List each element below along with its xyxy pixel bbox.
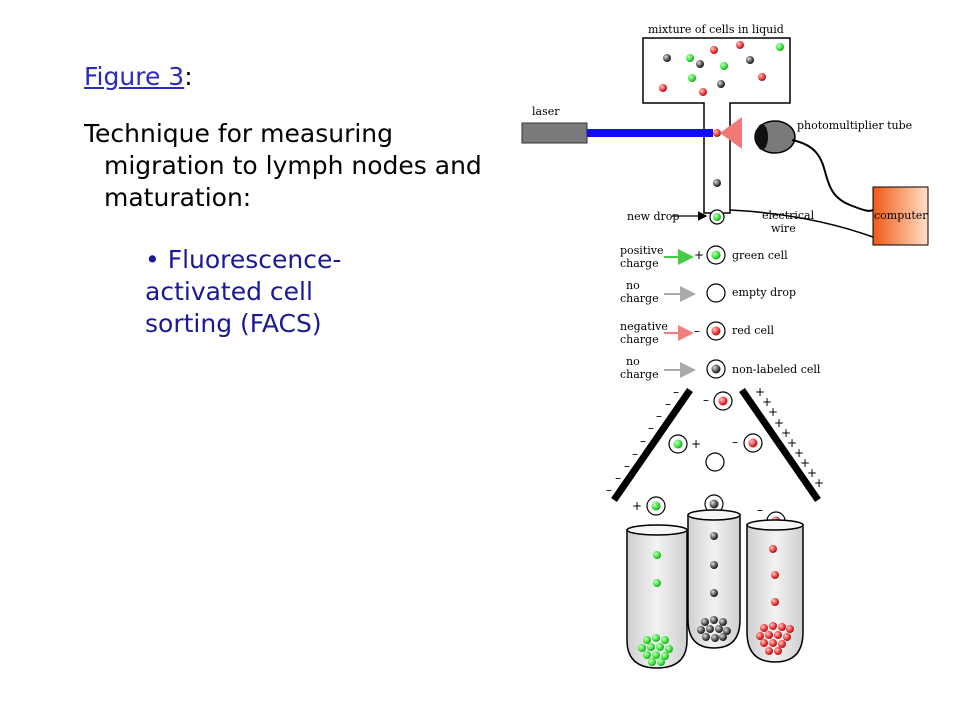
- figure-3-link[interactable]: Figure 3: [84, 62, 185, 91]
- green-cell-label: green cell: [732, 249, 788, 262]
- no-charge-label-2: charge: [620, 292, 659, 305]
- green-collection-tube: [626, 524, 688, 669]
- electrical-wire-label-1: electrical: [762, 209, 815, 222]
- red-collection-tube: [746, 519, 804, 663]
- figure-title-colon: :: [184, 62, 193, 91]
- new-drop-cell: [713, 213, 721, 221]
- negative-plate-signs: – – – – – – – – –: [606, 385, 679, 497]
- pmt-label: photomultiplier tube: [797, 119, 912, 132]
- svg-text:–: –: [640, 434, 646, 448]
- electrical-wire-label-2: wire: [771, 222, 796, 235]
- positive-plate: [739, 388, 821, 502]
- empty-drop: [706, 283, 726, 303]
- negative-charge-label-1: negative: [620, 320, 668, 333]
- no-charge-b-label-1: no: [626, 355, 640, 368]
- empty-drop-label: empty drop: [732, 286, 796, 299]
- no-charge-b-label-2: charge: [620, 368, 659, 381]
- main-text: Technique for measuring migration to lym…: [84, 119, 482, 212]
- drop-sign: +: [691, 437, 701, 451]
- drop-sign: –: [732, 435, 738, 449]
- falling-empty-drop: [705, 452, 725, 472]
- positive-plate-signs: + + + + + + + + + +: [755, 385, 824, 490]
- svg-text:+: +: [787, 436, 797, 450]
- positive-charge-label-1: positive: [620, 244, 664, 257]
- svg-text:+: +: [814, 476, 824, 490]
- svg-text:+: +: [755, 385, 765, 399]
- computer-box: [872, 186, 929, 246]
- svg-text:+: +: [781, 426, 791, 440]
- svg-text:–: –: [656, 409, 662, 423]
- nozzle-cell: [713, 179, 721, 187]
- figure-title: Figure 3:: [84, 62, 193, 92]
- svg-text:–: –: [665, 397, 671, 411]
- electrical-wire: [729, 209, 874, 238]
- new-drop-label: new drop: [627, 210, 679, 223]
- drop-sign: +: [632, 499, 642, 513]
- no-charge-label-1: no: [626, 279, 640, 292]
- svg-text:+: +: [807, 466, 817, 480]
- non-labeled-cell-label: non-labeled cell: [732, 363, 821, 376]
- reservoir-cells: [659, 41, 784, 96]
- laser-body: [521, 122, 588, 144]
- laser-beam: [587, 129, 713, 137]
- falling-green-cell: [651, 501, 661, 511]
- cell-reservoir: [642, 37, 791, 214]
- svg-text:–: –: [648, 421, 654, 435]
- svg-text:+: +: [774, 416, 784, 430]
- green-cell: [711, 250, 721, 260]
- minus-sign: –: [694, 324, 700, 338]
- svg-text:+: +: [794, 446, 804, 460]
- bullet-text: Fluorescence-activated cell sorting (FAC…: [145, 245, 342, 338]
- mixture-label: mixture of cells in liquid: [648, 23, 784, 36]
- non-labeled-cell: [711, 364, 721, 374]
- falling-red-cell: [748, 438, 758, 448]
- svg-text:–: –: [606, 483, 612, 497]
- red-cell-label: red cell: [732, 324, 774, 337]
- falling-red-cell: [718, 396, 728, 406]
- svg-text:–: –: [673, 385, 679, 399]
- svg-text:–: –: [624, 459, 630, 473]
- bullet-symbol: •: [145, 245, 160, 274]
- positive-charge-label-2: charge: [620, 257, 659, 270]
- pmt-cable: [791, 139, 874, 212]
- negative-plate: [611, 388, 693, 502]
- svg-text:–: –: [632, 447, 638, 461]
- falling-gray-cell: [709, 499, 719, 509]
- drop-sign: –: [757, 503, 763, 517]
- svg-text:+: +: [762, 395, 772, 409]
- pmt-lens: [756, 124, 768, 150]
- laser-label: laser: [532, 105, 560, 118]
- svg-text:–: –: [615, 471, 621, 485]
- bullet-item: • Fluorescence-activated cell sorting (F…: [145, 244, 405, 340]
- falling-green-cell: [673, 439, 683, 449]
- emission-cone: [720, 117, 742, 149]
- gray-collection-tube: [687, 509, 741, 649]
- red-cell: [711, 326, 721, 336]
- cell-in-beam: [713, 129, 721, 137]
- negative-charge-label-2: charge: [620, 333, 659, 346]
- svg-text:+: +: [768, 405, 778, 419]
- plus-sign: +: [694, 248, 704, 262]
- drop-sign: –: [703, 393, 709, 407]
- svg-text:+: +: [800, 456, 810, 470]
- computer-label: computer: [874, 209, 928, 222]
